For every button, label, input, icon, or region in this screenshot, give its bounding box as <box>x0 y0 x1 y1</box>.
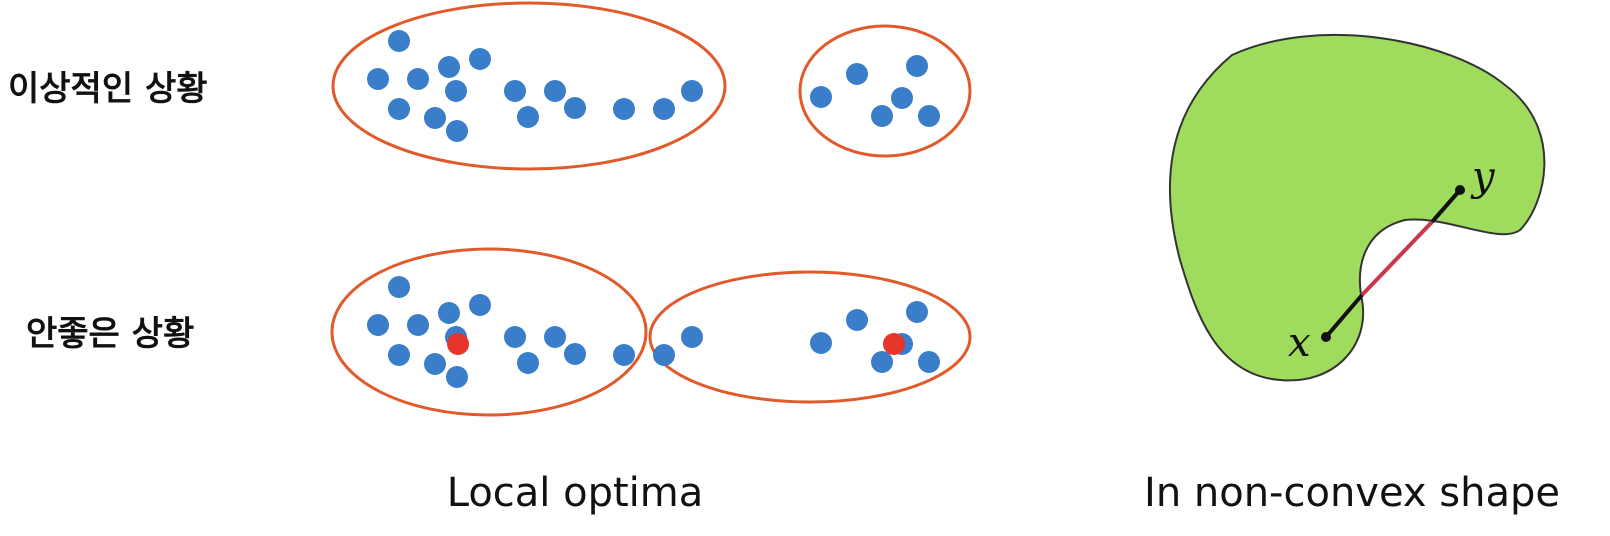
point-y-label: y <box>1470 154 1496 200</box>
bad-case-label: 안좋은 상황 <box>26 314 194 354</box>
point-y-marker <box>1455 185 1465 195</box>
segment-inside-upper <box>1430 188 1462 224</box>
bad-left-group-point <box>504 326 526 348</box>
bad-left-group-point <box>517 352 539 374</box>
bad-left-group-point <box>613 344 635 366</box>
ideal-left-cluster-point <box>438 56 460 78</box>
bad-right-centroid <box>883 333 905 355</box>
ideal-left-cluster-point <box>469 48 491 70</box>
ideal-right-cluster-point <box>810 86 832 108</box>
ideal-left-cluster-point <box>367 68 389 90</box>
ideal-left-cluster-point <box>681 80 703 102</box>
bad-right-cluster-outline <box>648 270 972 404</box>
bad-left-centroid <box>447 333 469 355</box>
bad-left-group-point <box>469 294 491 316</box>
point-x-label: x <box>1288 320 1311 366</box>
ideal-right-cluster-outline <box>798 24 972 158</box>
ideal-right-cluster-point <box>871 105 893 127</box>
bad-left-group-point <box>681 326 703 348</box>
bad-left-group-point <box>407 314 429 336</box>
bad-right-group-point <box>846 309 868 331</box>
bad-left-cluster-outline <box>330 247 648 417</box>
ideal-left-cluster-point <box>504 80 526 102</box>
nonconvex-shape-panel: x y <box>1168 34 1546 382</box>
bad-left-group-point <box>438 302 460 324</box>
bad-left-group-point <box>367 314 389 336</box>
bad-case-panel <box>330 247 972 417</box>
bad-left-group-point <box>564 343 586 365</box>
bad-right-group-point <box>871 351 893 373</box>
bad-right-group-point <box>906 301 928 323</box>
bad-left-group-point <box>653 344 675 366</box>
ideal-right-cluster-point <box>906 55 928 77</box>
bad-right-group-point <box>810 332 832 354</box>
point-x-marker <box>1321 332 1331 342</box>
bad-left-group-point <box>388 344 410 366</box>
ideal-left-cluster-point <box>517 106 539 128</box>
ideal-case-label: 이상적인 상황 <box>8 69 208 109</box>
segment-inside-lower <box>1324 293 1364 339</box>
bad-right-group-point <box>918 351 940 373</box>
ideal-left-cluster-point <box>613 98 635 120</box>
nonconvex-caption: In non-convex shape <box>1144 470 1560 516</box>
ideal-left-cluster-point <box>544 80 566 102</box>
bad-left-group-point <box>544 326 566 348</box>
ideal-left-cluster-point <box>424 107 446 129</box>
ideal-left-cluster-point <box>445 80 467 102</box>
ideal-left-cluster-point <box>653 98 675 120</box>
bad-left-group-point <box>388 276 410 298</box>
ideal-left-cluster-point <box>564 97 586 119</box>
local-optima-caption: Local optima <box>447 470 704 516</box>
ideal-left-cluster-point <box>388 98 410 120</box>
ideal-left-cluster-point <box>446 120 468 142</box>
bad-case-points <box>367 276 940 388</box>
ideal-right-cluster-point <box>918 105 940 127</box>
bad-left-group-point <box>446 366 468 388</box>
segment-outside-shape <box>1360 220 1434 297</box>
ideal-case-panel <box>331 1 972 171</box>
ideal-right-cluster-point <box>846 63 868 85</box>
ideal-left-cluster-point <box>407 68 429 90</box>
ideal-right-cluster-point <box>891 87 913 109</box>
ideal-case-points <box>367 30 940 142</box>
ideal-left-cluster-outline <box>331 1 727 171</box>
ideal-left-cluster-point <box>388 30 410 52</box>
bad-left-group-point <box>424 353 446 375</box>
nonconvex-shape <box>1168 34 1546 382</box>
